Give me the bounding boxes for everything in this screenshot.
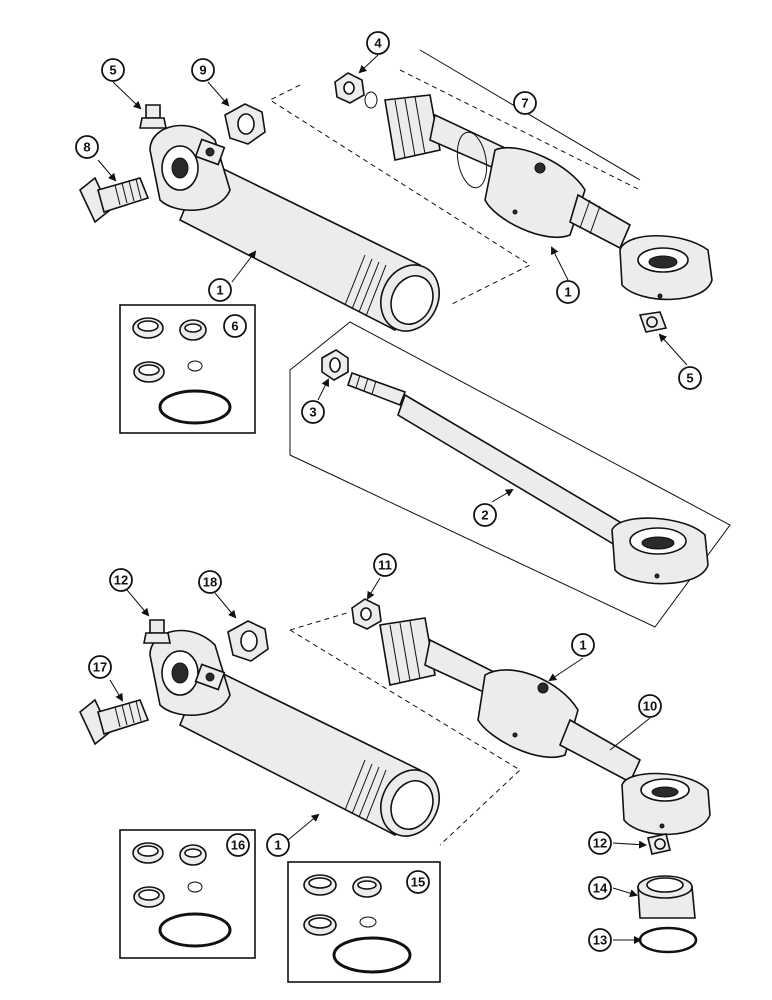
upper-barrel bbox=[149, 124, 440, 332]
callout-18: 18 bbox=[198, 570, 222, 594]
callout-15: 15 bbox=[406, 870, 430, 894]
svg-text:15: 15 bbox=[411, 875, 425, 890]
callout-13: 13 bbox=[588, 928, 612, 952]
nut-11 bbox=[351, 598, 382, 630]
upper-cylinder-assembly bbox=[79, 49, 731, 628]
callout-1-lower-barrel: 1 bbox=[266, 833, 290, 857]
seal-kit-16 bbox=[119, 829, 256, 959]
grease-fitting-lower-left bbox=[143, 619, 171, 644]
callout-8: 8 bbox=[75, 135, 99, 159]
svg-text:14: 14 bbox=[593, 881, 608, 896]
svg-text:6: 6 bbox=[231, 319, 238, 334]
callout-4: 4 bbox=[366, 31, 390, 55]
svg-text:1: 1 bbox=[564, 285, 571, 300]
callout-9: 9 bbox=[191, 58, 215, 82]
callout-2: 2 bbox=[473, 503, 497, 527]
rod-assembly-2 bbox=[289, 321, 731, 628]
svg-text:1: 1 bbox=[579, 638, 586, 653]
pin-8 bbox=[79, 176, 150, 224]
nut-4 bbox=[334, 72, 378, 109]
svg-text:7: 7 bbox=[521, 96, 528, 111]
svg-text:5: 5 bbox=[109, 63, 116, 78]
callout-12-left: 12 bbox=[109, 568, 133, 592]
nut-9 bbox=[224, 103, 266, 145]
svg-text:1: 1 bbox=[274, 838, 281, 853]
callout-10: 10 bbox=[638, 694, 662, 718]
upper-piston-rod bbox=[384, 94, 713, 301]
snap-ring-13 bbox=[638, 926, 698, 954]
callout-bubbles bbox=[97, 54, 688, 944]
callout-1-upper-barrel: 1 bbox=[208, 278, 232, 302]
svg-text:12: 12 bbox=[114, 573, 128, 588]
grease-fitting-12-right bbox=[647, 833, 671, 855]
svg-text:12: 12 bbox=[593, 836, 607, 851]
svg-text:17: 17 bbox=[93, 660, 107, 675]
svg-text:9: 9 bbox=[199, 63, 206, 78]
svg-text:16: 16 bbox=[231, 838, 245, 853]
svg-text:10: 10 bbox=[643, 699, 657, 714]
callout-6: 6 bbox=[223, 314, 247, 338]
callout-14: 14 bbox=[588, 876, 612, 900]
grease-fitting-upper-right bbox=[638, 311, 668, 333]
bushing-14 bbox=[637, 875, 696, 919]
callout-12-right: 12 bbox=[588, 831, 612, 855]
callout-5-right: 5 bbox=[678, 366, 702, 390]
svg-text:11: 11 bbox=[378, 558, 392, 573]
callout-1-lower-piston: 1 bbox=[571, 633, 595, 657]
svg-text:4: 4 bbox=[374, 36, 382, 51]
callout-17: 17 bbox=[88, 655, 112, 679]
callout-16: 16 bbox=[226, 833, 250, 857]
pin-17 bbox=[79, 698, 150, 746]
callout-1-upper-piston: 1 bbox=[556, 280, 580, 304]
svg-text:8: 8 bbox=[83, 140, 90, 155]
seal-kit-15 bbox=[287, 861, 441, 983]
callout-11: 11 bbox=[373, 553, 397, 577]
lower-cylinder-assembly bbox=[79, 598, 711, 983]
lower-piston-rod bbox=[379, 617, 711, 836]
svg-text:3: 3 bbox=[309, 405, 316, 420]
callout-7: 7 bbox=[513, 91, 537, 115]
nut-18 bbox=[227, 620, 269, 662]
svg-text:13: 13 bbox=[593, 933, 607, 948]
svg-text:5: 5 bbox=[686, 371, 693, 386]
svg-text:18: 18 bbox=[203, 575, 217, 590]
lower-barrel bbox=[149, 629, 440, 837]
svg-text:1: 1 bbox=[216, 283, 223, 298]
svg-text:2: 2 bbox=[481, 508, 488, 523]
grease-fitting-upper-left bbox=[139, 104, 167, 129]
callout-3: 3 bbox=[301, 400, 325, 424]
callout-5-upper: 5 bbox=[101, 58, 125, 82]
